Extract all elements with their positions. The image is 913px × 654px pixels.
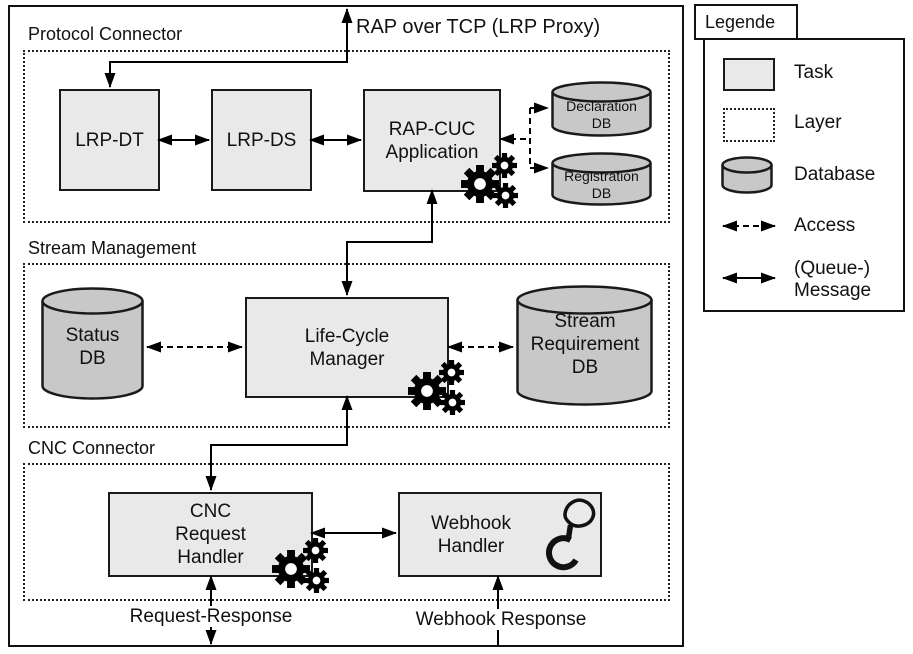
- task-life-cycle-label: Life-Cycle Manager: [304, 325, 390, 370]
- task-webhook-label: Webhook Handler: [431, 512, 511, 557]
- database-registration-db: Registration DB: [551, 152, 652, 206]
- label-rap-over-tcp: RAP over TCP (LRP Proxy): [356, 16, 601, 38]
- label-webhook-response: Webhook Response: [413, 609, 589, 630]
- legend-label-database: Database: [794, 164, 876, 185]
- database-declaration-db: Declaration DB: [551, 81, 652, 137]
- cylinder-shape: [516, 285, 653, 406]
- task-lrp-dt: LRP-DT: [59, 89, 160, 191]
- database-registration-label: Registration DB: [564, 168, 639, 201]
- task-lrp-ds-label: LRP-DS: [226, 129, 297, 151]
- legend-label-task: Task: [794, 62, 834, 83]
- cylinder-shape: [551, 81, 652, 137]
- database-declaration-label: Declaration DB: [566, 98, 637, 131]
- layer-title-stream-management: Stream Management: [28, 238, 197, 258]
- database-status-label: Status DB: [65, 325, 120, 369]
- gears-icon: [461, 153, 519, 215]
- database-status-db: Status DB: [41, 287, 144, 400]
- database-stream-requirement-label: Stream Requirement DB: [530, 311, 640, 378]
- layer-title-cnc-connector: CNC Connector: [28, 438, 156, 458]
- gears-icon: [408, 360, 466, 422]
- database-stream-requirement-db: Stream Requirement DB: [516, 285, 654, 407]
- legend-task-swatch: [723, 58, 775, 91]
- task-rap-cuc-label: RAP-CUC Application: [385, 118, 479, 163]
- legend-title-tab: Legende: [694, 4, 798, 40]
- legend-panel: Task Layer Database Access (Queue-) Mess…: [703, 38, 905, 312]
- task-cnc-request-label: CNC Request Handler: [175, 501, 246, 568]
- legend-title: Legende: [705, 11, 776, 32]
- layer-title-protocol-connector: Protocol Connector: [28, 24, 183, 44]
- legend-access-arrow: [719, 218, 779, 239]
- legend-layer-swatch: [723, 108, 775, 142]
- gears-icon: [272, 538, 330, 600]
- legend-message-arrow: [719, 270, 779, 291]
- legend-label-queue-message: (Queue-) Message: [794, 258, 872, 301]
- legend-label-access: Access: [794, 215, 856, 236]
- label-request-response: Request-Response: [127, 606, 295, 627]
- legend-database-swatch: [721, 156, 773, 199]
- hook-icon: [539, 497, 597, 578]
- cylinder-shape: [551, 152, 652, 206]
- legend-label-layer: Layer: [794, 112, 842, 133]
- task-lrp-dt-label: LRP-DT: [75, 129, 144, 151]
- cylinder-shape: [41, 287, 144, 400]
- task-lrp-ds: LRP-DS: [211, 89, 312, 191]
